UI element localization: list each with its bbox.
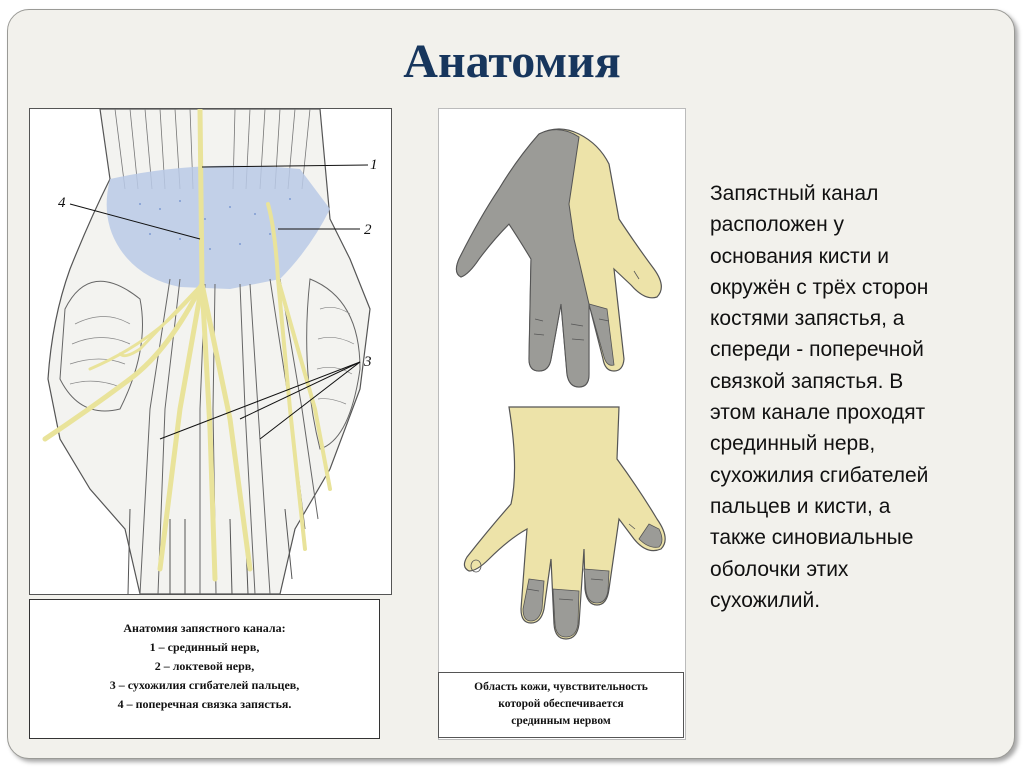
carpal-tunnel-anatomy-illustration: 1 2 3 4	[42, 106, 378, 595]
description-line: связкой запястья. В	[710, 369, 904, 393]
hands-caption-box	[438, 672, 684, 738]
label-4: 4	[58, 195, 66, 211]
hands-caption: Область кожи, чувствительность которой о…	[438, 679, 684, 730]
caption-line: 4 – поперечная связка запястья.	[117, 697, 292, 711]
slide-title: Анатомия	[403, 35, 621, 88]
caption-line: Анатомия запястного канала:	[123, 621, 286, 635]
label-3: 3	[363, 354, 372, 370]
label-2: 2	[364, 222, 372, 238]
description-line: оболочки этих	[710, 557, 849, 581]
description-line: спереди - поперечной	[710, 338, 924, 362]
description-line: расположен у	[710, 213, 845, 237]
caption-line: Область кожи, чувствительность	[474, 681, 648, 693]
median-nerve-sensory-zone-illustration	[455, 128, 666, 640]
caption-line: срединным нервом	[511, 715, 611, 727]
description-line: срединный нерв,	[710, 432, 876, 456]
description-line: пальцев и кисти, а	[710, 494, 891, 518]
caption-line: 2 – локтевой нерв,	[154, 659, 255, 673]
description-line: основания кисти и	[710, 244, 889, 268]
description-line: этом канале проходят	[710, 401, 926, 425]
description-line: также синовиальные	[710, 526, 914, 550]
anatomy-caption-box	[29, 599, 380, 739]
description-line: сухожилий.	[710, 588, 821, 612]
description-text: Запястный канал расположен у основания к…	[710, 178, 1005, 616]
anatomy-caption: Анатомия запястного канала: 1 – срединны…	[29, 619, 380, 714]
caption-line: 1 – срединный нерв,	[149, 640, 260, 654]
caption-line: которой обеспечивается	[498, 698, 624, 710]
description-line: окружён с трёх сторон	[710, 275, 929, 299]
description-line: Запястный канал	[710, 182, 879, 205]
description-line: костями запястья, а	[710, 307, 905, 331]
label-1: 1	[370, 157, 378, 173]
description-line: сухожилия сгибателей	[710, 463, 929, 487]
anatomy-illustration-panel: 1 2 3 4	[29, 106, 392, 595]
caption-line: 3 – сухожилия сгибателей пальцев,	[109, 678, 300, 692]
hands-illustration-panel	[438, 108, 686, 740]
